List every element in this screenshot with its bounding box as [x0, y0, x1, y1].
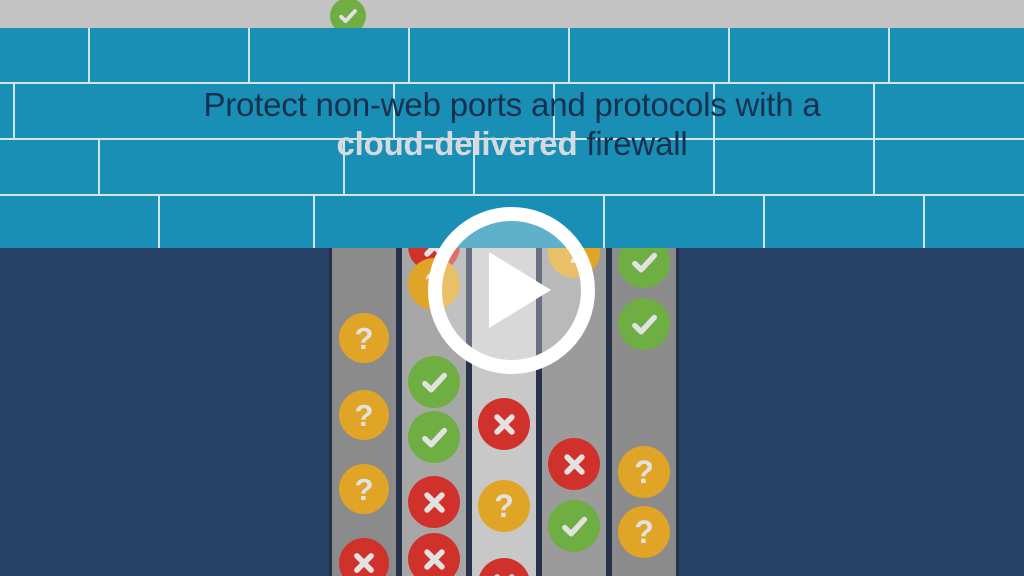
brick [345, 140, 475, 196]
brick [605, 196, 765, 248]
cross-badge-icon [408, 533, 460, 576]
play-triangle-icon [489, 252, 551, 328]
brick [250, 28, 410, 84]
brick [875, 140, 1024, 196]
brick [410, 28, 570, 84]
brick-row [0, 140, 1024, 196]
brick [160, 196, 315, 248]
brick [715, 84, 875, 140]
brick [475, 140, 715, 196]
brick [0, 84, 15, 140]
brick [715, 140, 875, 196]
cross-badge-icon [548, 438, 600, 490]
cross-badge-icon [478, 558, 530, 576]
brick [925, 196, 1024, 248]
cross-badge-icon [339, 538, 389, 576]
cross-badge-icon [408, 476, 460, 528]
question-badge-icon: ? [618, 446, 670, 498]
question-badge-icon: ? [478, 480, 530, 532]
check-badge-icon [618, 298, 670, 350]
check-badge-icon [618, 248, 670, 288]
brick [15, 84, 395, 140]
brick [890, 28, 1024, 84]
question-badge-icon: ? [339, 464, 389, 514]
brick [570, 28, 730, 84]
brick [315, 196, 605, 248]
play-button[interactable] [428, 207, 595, 374]
brick [90, 28, 250, 84]
brick [765, 196, 925, 248]
column-5: ?? [609, 248, 679, 576]
check-badge-icon [548, 500, 600, 552]
brick [395, 84, 555, 140]
brick [0, 196, 160, 248]
check-badge-icon [408, 411, 460, 463]
brick [0, 28, 90, 84]
question-badge-icon: ? [618, 506, 670, 558]
brick [0, 140, 100, 196]
column-1: ??? [329, 248, 399, 576]
brick [555, 84, 715, 140]
brick-row [0, 196, 1014, 248]
brick [100, 140, 345, 196]
check-badge-icon [408, 356, 460, 408]
brick-row [0, 84, 1024, 140]
cross-badge-icon [478, 398, 530, 450]
brick [875, 84, 1024, 140]
question-badge-icon: ? [339, 390, 389, 440]
brick [730, 28, 890, 84]
brick-row [0, 28, 1024, 84]
question-badge-icon: ? [339, 313, 389, 363]
